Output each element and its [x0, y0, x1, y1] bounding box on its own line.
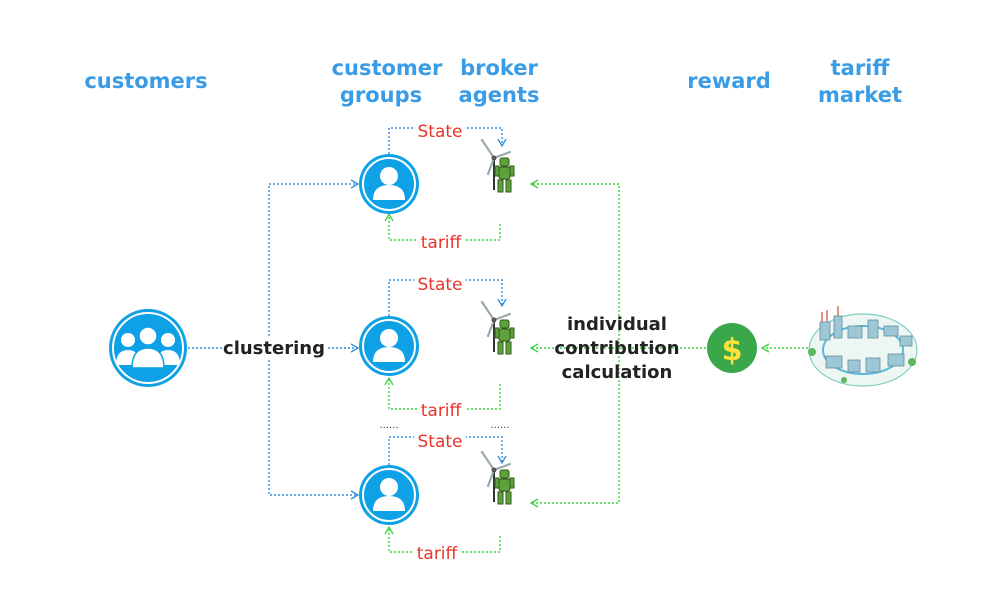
dollar-coin-icon: $: [707, 323, 757, 373]
header-customer-groups-line2: groups: [340, 83, 422, 107]
tariff-label: tariff: [417, 544, 459, 564]
tariff-label: tariff: [421, 233, 463, 253]
contribution-label-line3: calculation: [562, 362, 673, 383]
contribution-label-line2: contribution: [554, 338, 679, 359]
state-label: State: [418, 432, 463, 452]
customer-icon: [359, 465, 419, 525]
tariff-label: tariff: [421, 401, 463, 421]
group-row-2: State tariff: [359, 274, 516, 421]
customer-icon: [359, 316, 419, 376]
customers-group-icon: [109, 309, 187, 387]
state-connector: [388, 127, 507, 158]
robot-wind-turbine-icon: [480, 138, 516, 194]
state-label: State: [418, 122, 463, 142]
robot-wind-turbine-icon: [480, 450, 516, 506]
group-row-1: State tariff: [359, 121, 516, 253]
smart-grid-city-icon: [808, 306, 918, 387]
header-broker-agents-line1: broker: [460, 56, 538, 80]
header-tariff-market-line1: tariff: [831, 56, 891, 80]
header-tariff-market-line2: market: [818, 83, 902, 107]
state-label: State: [418, 275, 463, 295]
ellipsis-groups: ......: [379, 420, 398, 431]
customer-icon: [359, 154, 419, 214]
tariff-connector: [384, 212, 501, 241]
header-broker-agents-line2: agents: [459, 83, 540, 107]
ellipsis-agents: ......: [490, 420, 509, 431]
header-customer-groups-line1: customer: [332, 56, 443, 80]
reward-connectors: [529, 179, 808, 508]
robot-wind-turbine-icon: [480, 300, 516, 356]
tariff-connector: [384, 525, 501, 553]
header-customers: customers: [84, 69, 207, 93]
header-reward: reward: [687, 69, 771, 93]
contribution-label-line1: individual: [567, 314, 667, 335]
clustering-label: clustering: [223, 338, 325, 359]
dollar-glyph: $: [722, 333, 743, 368]
group-row-3: State tariff: [359, 431, 516, 564]
